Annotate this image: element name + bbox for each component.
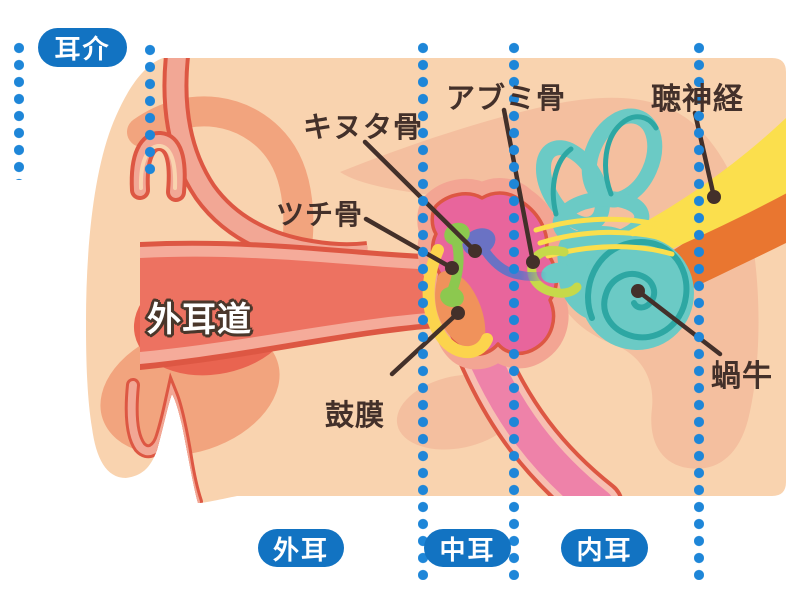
label-auditory-nerve: 聴神経	[651, 83, 744, 116]
label-ear-canal: 外耳道	[147, 301, 252, 339]
badge-outer-ear: 外耳	[258, 529, 344, 567]
badge-middle-ear: 中耳	[424, 529, 511, 567]
label-malleus: ツチ骨	[276, 199, 364, 230]
leader-kagyu	[635, 288, 723, 357]
dotted-line-pinna-right	[145, 42, 155, 178]
eardrum-yellow	[422, 244, 493, 359]
badge-inner-ear: 内耳	[561, 529, 648, 567]
label-cochlea: 蝸牛	[711, 360, 773, 393]
stapes	[527, 245, 582, 298]
label-incus: キヌタ骨	[303, 112, 424, 144]
incus-long-process	[481, 247, 548, 282]
lobe-highlight	[62, 295, 74, 372]
cochlea-spiral	[585, 238, 690, 341]
label-stapes: アブミ骨	[446, 83, 567, 115]
leader-dots	[445, 190, 721, 320]
leader-tsuchi	[363, 216, 455, 271]
ear-canal-core	[140, 256, 451, 352]
dotted-line-middle-inner-boundary	[509, 40, 519, 580]
eustachian-tube-core	[464, 332, 614, 503]
dotted-line-outer-middle-boundary	[418, 40, 428, 580]
dotted-line-pinna-left	[14, 40, 24, 180]
dotted-line-inner-right-boundary	[694, 40, 704, 580]
oval-window	[541, 262, 571, 284]
badge-pinna: 耳介	[38, 28, 127, 67]
label-eardrum: 鼓膜	[325, 400, 386, 432]
crus-hook-inner	[138, 144, 178, 190]
